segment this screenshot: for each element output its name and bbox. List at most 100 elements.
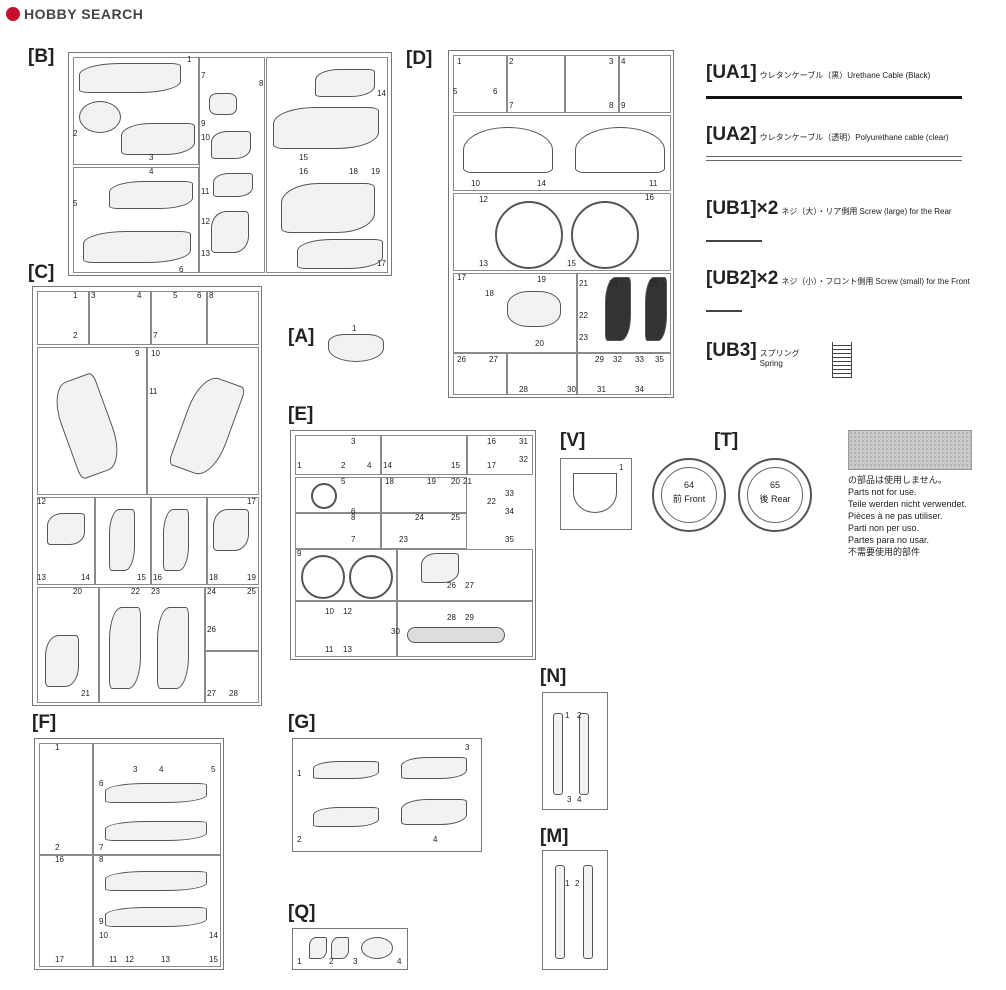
part-number: 9: [621, 101, 626, 110]
part-number: 19: [537, 275, 546, 284]
part-number: 6: [179, 265, 184, 274]
part-number: 3: [567, 795, 572, 804]
legend-line: 不需要使用的部件: [848, 547, 921, 557]
part: [47, 513, 85, 545]
part-number: 15: [137, 573, 146, 582]
sprue-c-label: [C]: [28, 262, 55, 283]
part-number: 17: [487, 461, 496, 470]
logo-mark-icon: [6, 7, 20, 21]
part-number: 16: [299, 167, 308, 176]
seat-part: [507, 291, 561, 327]
not-used-legend: の部品は使用しません。 Parts not for use. Teile wer…: [848, 474, 967, 558]
part-number: 15: [567, 259, 576, 268]
part-number: 22: [579, 311, 588, 320]
brake-disc-part: [349, 555, 393, 599]
fairing-part: [109, 181, 193, 209]
sprue-v-frame: 1: [560, 458, 632, 530]
cowl-part: [105, 871, 207, 891]
part-number: 7: [99, 843, 104, 852]
part-number: 4: [397, 957, 402, 966]
part-number: 16: [153, 573, 162, 582]
part-number: 20: [451, 477, 460, 486]
part-number: 3: [353, 957, 358, 966]
part-number: 14: [81, 573, 90, 582]
part-number: 10: [471, 179, 480, 188]
part-number: 1: [565, 711, 570, 720]
part-number: 5: [73, 199, 78, 208]
part: [213, 509, 249, 551]
part-number: 2: [73, 129, 78, 138]
brake-disc-part: [301, 555, 345, 599]
part-number: 12: [125, 955, 134, 964]
ub2-screw: [706, 310, 742, 312]
part: [45, 635, 79, 687]
frame-part: [463, 127, 553, 173]
part-number: 1: [619, 463, 624, 472]
part-number: 32: [519, 455, 528, 464]
ub3-desc: スプリング: [759, 349, 800, 358]
part-number: 2: [509, 57, 514, 66]
part-number: 30: [567, 385, 576, 394]
rear-tire-number: 65: [769, 480, 780, 490]
part-number: 7: [509, 101, 514, 110]
ub1-desc: ネジ（大）・リア側用 Screw (large) for the Rear: [781, 207, 952, 216]
part-number: 12: [37, 497, 46, 506]
part-number: 2: [329, 957, 334, 966]
windscreen-part: [573, 473, 617, 513]
part-number: 4: [577, 795, 582, 804]
part-number: 2: [341, 461, 346, 470]
frame-part: [575, 127, 665, 173]
part-number: 3: [465, 743, 470, 752]
fairing-part: [79, 63, 181, 93]
part-number: 11: [149, 387, 158, 396]
part-number: 18: [209, 573, 218, 582]
part-number: 4: [149, 167, 154, 176]
part-number: 21: [81, 689, 90, 698]
part-number: 1: [457, 57, 462, 66]
sprue-t-label: [T]: [714, 430, 739, 451]
part-number: 23: [579, 333, 588, 342]
part-number: 32: [613, 355, 622, 364]
part-number: 6: [351, 507, 356, 516]
part-number: 5: [173, 291, 178, 300]
bracket-part: [209, 93, 237, 115]
hobby-search-logo[interactable]: HOBBY SEARCH: [6, 6, 143, 22]
part-number: 25: [649, 279, 658, 288]
part-number: 4: [621, 57, 626, 66]
part-number: 3: [609, 57, 614, 66]
part-number: 9: [99, 917, 104, 926]
part-number: 25: [247, 587, 256, 596]
part-number: 15: [209, 955, 218, 964]
part-number: 31: [519, 437, 528, 446]
part-number: 24: [207, 587, 216, 596]
ub3-desc-en: Spring: [759, 359, 783, 368]
fairing-part: [83, 231, 191, 263]
part-number: 3: [133, 765, 138, 774]
part-number: 17: [377, 259, 386, 268]
bracket-part: [211, 131, 251, 159]
part-number: 11: [109, 955, 118, 964]
sprue-n-frame: 1 2 3 4: [542, 692, 608, 810]
legend-line: Pièces à ne pas utiliser.: [848, 511, 943, 521]
part-number: 24: [609, 279, 618, 288]
part-number: 27: [489, 355, 498, 364]
part-number: 8: [99, 855, 104, 864]
part-number: 3: [149, 153, 154, 162]
muffler-part: [313, 807, 379, 827]
part-number: 2: [577, 711, 582, 720]
rear-tire-text: 後 Rear: [759, 494, 791, 504]
part-number: 26: [457, 355, 466, 364]
ua2-cable: [706, 156, 962, 161]
logo-text: HOBBY SEARCH: [24, 6, 144, 22]
part-number: 33: [505, 489, 514, 498]
part-number: 1: [73, 291, 78, 300]
ub3-label: [UB3]: [706, 340, 757, 361]
chain-part: [407, 627, 505, 643]
part-number: 11: [649, 179, 658, 188]
part-number: 11: [325, 645, 334, 654]
part-number: 7: [351, 535, 356, 544]
part: [109, 509, 135, 571]
part-number: 13: [161, 955, 170, 964]
sprue-f-frame: 1 2 3 4 5 6 7 8 9 10 11 12 13 14 15 16 1…: [34, 738, 224, 970]
rear-wheel-part: [571, 201, 639, 269]
